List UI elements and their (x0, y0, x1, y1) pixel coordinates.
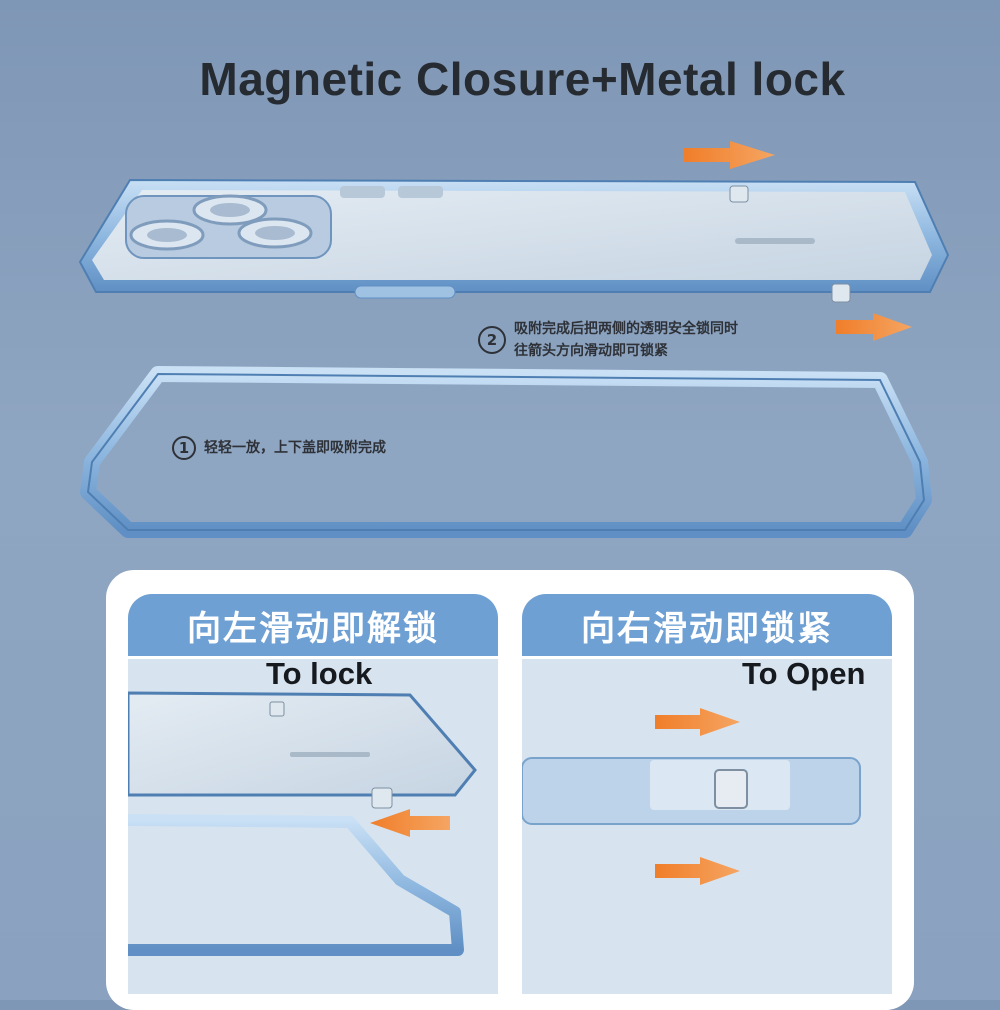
unlock-card-header: 向左滑动即解锁 (128, 594, 498, 659)
step-number: 1 (172, 436, 196, 460)
instruction-panel: 向左滑动即解锁 向右滑动即锁紧 (106, 570, 914, 1010)
lock-card: 向右滑动即锁紧 (522, 594, 892, 994)
step-number: 2 (478, 326, 506, 354)
lock-card-header: 向右滑动即锁紧 (522, 594, 892, 659)
step-text-line: 往箭头方向滑动即可锁紧 (514, 343, 668, 359)
arrow-right-icon (684, 141, 912, 341)
bottom-frame (80, 366, 932, 538)
to-open-label: To Open (742, 656, 866, 691)
page-title: Magnetic Closure+Metal lock (199, 53, 846, 105)
to-lock-label: To lock (266, 656, 373, 691)
step-text-line: 吸附完成后把两侧的透明安全锁同时 (514, 321, 738, 337)
unlock-card: 向左滑动即解锁 (128, 594, 498, 994)
step-text: 轻轻一放，上下盖即吸附完成 (204, 440, 386, 456)
step-2-note: 2 吸附完成后把两侧的透明安全锁同时 往箭头方向滑动即可锁紧 (478, 318, 738, 362)
step-1-note: 1 轻轻一放，上下盖即吸附完成 (172, 436, 386, 460)
camera-bump-icon (125, 194, 332, 259)
